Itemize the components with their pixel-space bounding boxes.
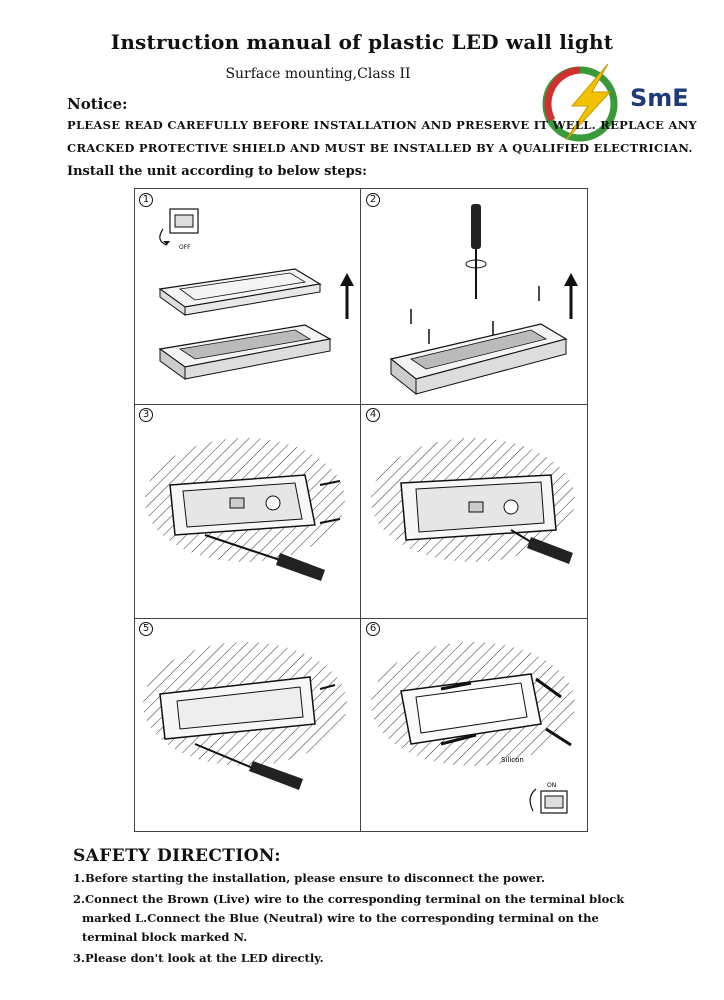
logo-text: SmE: [630, 84, 689, 112]
diffuser-cover: [159, 676, 316, 740]
mounted-light: [400, 673, 542, 745]
screwdriver-icon: [204, 534, 325, 581]
step-number-3: 3: [139, 408, 153, 422]
screws: [410, 286, 540, 344]
screw: [319, 518, 341, 524]
grid-divider-vertical: [360, 188, 361, 832]
install-instruction: Install the unit according to below step…: [67, 164, 367, 179]
step-number-6: 6: [366, 622, 380, 636]
step-number-1: 1: [139, 193, 153, 207]
safety-item-3: 3.Please don't look at the LED directly.: [73, 951, 324, 965]
steps-grid: [134, 188, 588, 832]
step-5-illustration: [143, 642, 347, 790]
step-2-illustration: [389, 204, 578, 396]
safety-item-2-cont: marked L.Connect the Blue (Neutral) wire…: [82, 911, 599, 925]
page-title: Instruction manual of plastic LED wall l…: [110, 30, 614, 54]
step-6-illustration: Silicon ON: [371, 642, 575, 814]
silicon-label: Silicon: [501, 756, 524, 764]
screwdriver-icon: [194, 743, 303, 790]
safety-item-1: 1.Before starting the installation, plea…: [73, 871, 545, 885]
screw: [319, 480, 341, 486]
step-number-4: 4: [366, 408, 380, 422]
screwdriver-icon: [510, 529, 573, 564]
notice-line-2: CRACKED PROTECTIVE SHIELD AND MUST BE IN…: [67, 141, 693, 155]
grid-divider-row-2: [134, 618, 588, 619]
step-4-illustration: [371, 438, 575, 564]
notice-line-1: PLEASE READ CAREFULLY BEFORE INSTALLATIO…: [67, 118, 698, 132]
page-subtitle: Surface mounting,Class II: [225, 66, 411, 82]
sme-logo: SmE: [538, 62, 708, 142]
step-number-2: 2: [366, 193, 380, 207]
step-number-5: 5: [139, 622, 153, 636]
light-base: [400, 474, 557, 541]
safety-heading: SAFETY DIRECTION:: [73, 846, 281, 866]
on-label: ON: [547, 782, 556, 789]
safety-item-2: 2.Connect the Brown (Live) wire to the c…: [73, 892, 625, 906]
screwdriver-icon: [465, 204, 487, 299]
light-base: [389, 323, 568, 396]
step-3-illustration: [145, 438, 345, 581]
light-base: [158, 324, 332, 380]
up-arrow-icon: [564, 273, 578, 319]
off-label: OFF: [179, 244, 191, 251]
light-base: [169, 474, 316, 536]
screw: [319, 684, 336, 690]
lightning-bolt-logo-icon: [542, 63, 618, 142]
diffuser-cover: [158, 268, 322, 316]
up-arrow-icon: [340, 273, 354, 319]
power-switch-icon: [159, 208, 199, 246]
notice-heading: Notice:: [67, 95, 128, 113]
safety-item-2-cont: terminal block marked N.: [82, 930, 248, 944]
power-switch-icon: [529, 788, 568, 814]
silicon-arrows: [440, 677, 572, 747]
grid-divider-row-1: [134, 404, 588, 405]
step-1-illustration: OFF: [158, 208, 354, 380]
